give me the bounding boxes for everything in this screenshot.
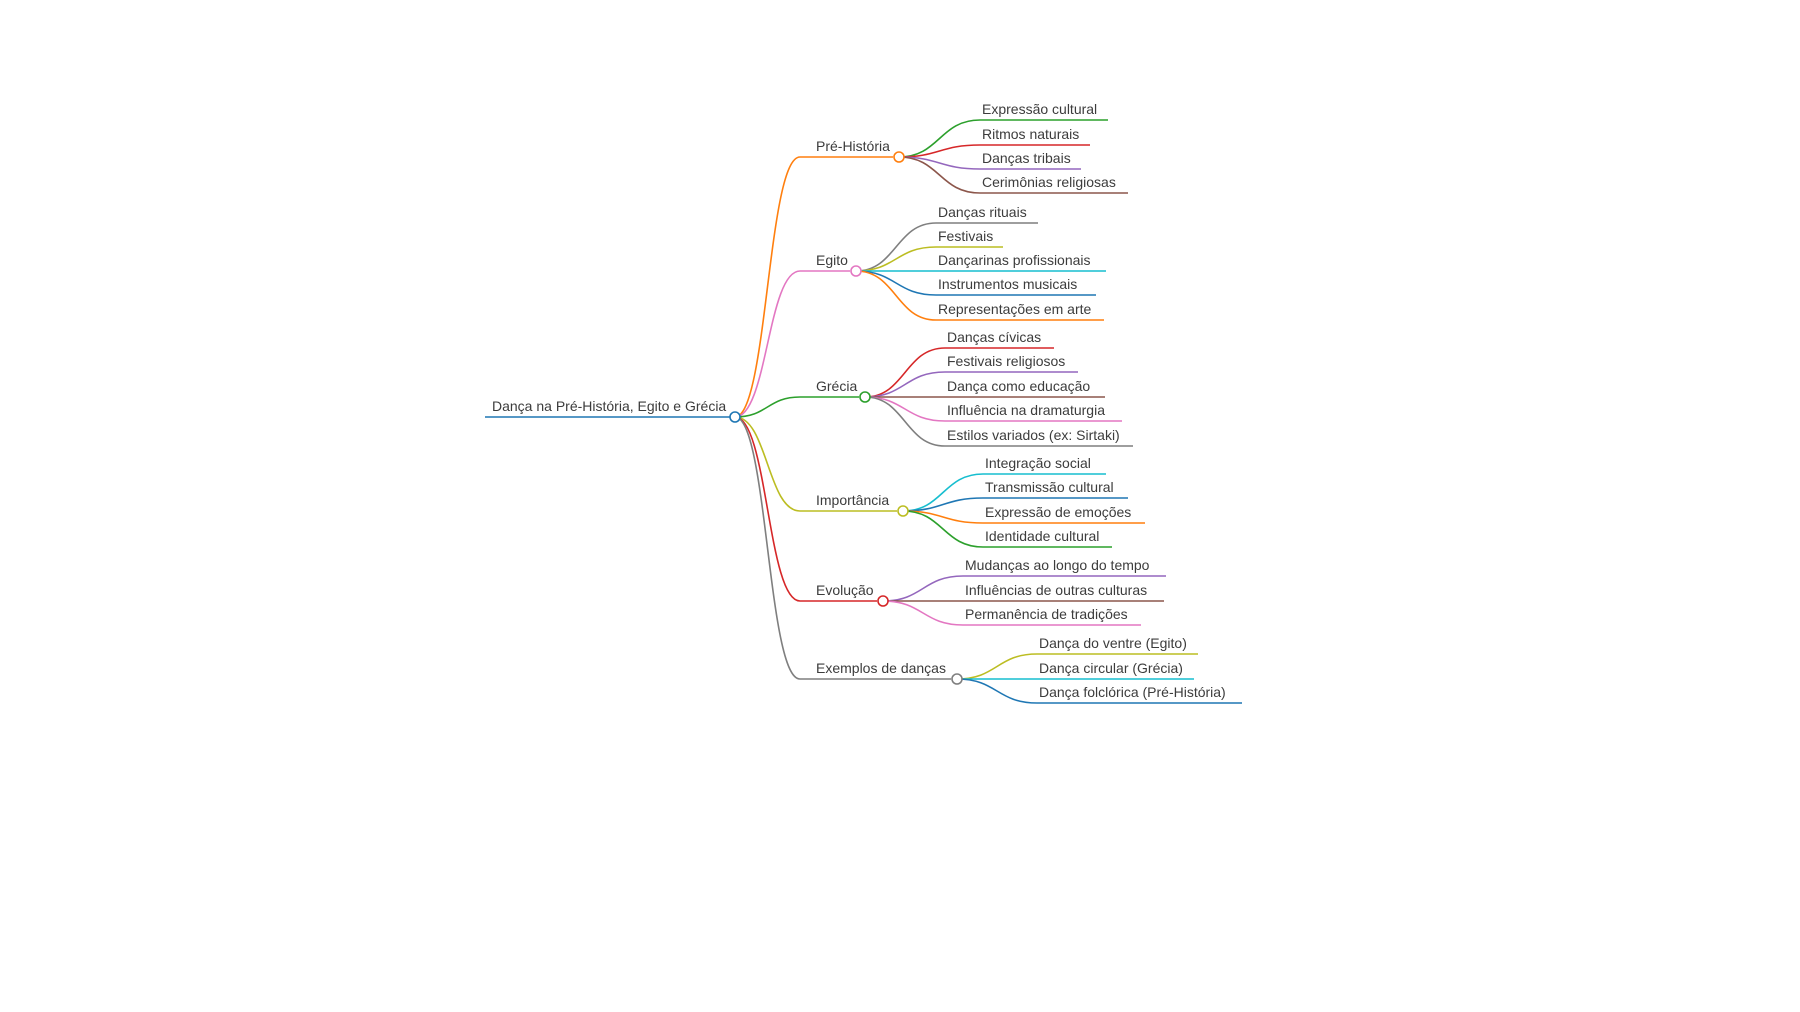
- leaf-connector: [898, 156, 981, 194]
- branch-topic: Egito: [816, 252, 848, 268]
- leaf-topic: Influência na dramaturgia: [947, 402, 1105, 418]
- branch-connector: [734, 270, 801, 418]
- leaf-topic: Influências de outras culturas: [965, 582, 1147, 598]
- leaf-connector: [864, 371, 946, 398]
- leaf-topic: Expressão cultural: [982, 101, 1097, 117]
- leaf-connector: [864, 396, 946, 447]
- leaf-connector: [855, 270, 937, 321]
- leaf-topic: Festivais: [938, 228, 993, 244]
- leaf-topic: Expressão de emoções: [985, 504, 1131, 520]
- branch-collapse-toggle[interactable]: [897, 505, 909, 517]
- leaf-topic: Representações em arte: [938, 301, 1092, 317]
- leaf-connector: [864, 347, 946, 398]
- root-collapse-toggle[interactable]: [729, 411, 741, 423]
- branch-topic: Evolução: [816, 582, 874, 598]
- leaf-topic: Estilos variados (ex: Sirtaki): [947, 427, 1120, 443]
- leaf-topic: Transmissão cultural: [985, 479, 1114, 495]
- leaf-topic: Danças rituais: [938, 204, 1027, 220]
- leaf-connector: [898, 119, 981, 158]
- leaf-connector: [855, 222, 937, 272]
- branch-collapse-toggle[interactable]: [859, 391, 871, 403]
- branch-connector: [734, 416, 801, 512]
- leaf-topic: Danças cívicas: [947, 329, 1041, 345]
- branch-connector: [734, 156, 801, 418]
- leaf-connector: [902, 473, 984, 512]
- leaf-topic: Cerimônias religiosas: [982, 174, 1116, 190]
- leaf-topic: Festivais religiosos: [947, 353, 1065, 369]
- branch-connector: [734, 416, 801, 602]
- mindmap-edges: [485, 119, 1242, 704]
- leaf-topic: Dança circular (Grécia): [1039, 660, 1183, 676]
- leaf-topic: Identidade cultural: [985, 528, 1099, 544]
- branch-collapse-toggle[interactable]: [850, 265, 862, 277]
- leaf-connector: [882, 575, 964, 602]
- root-topic: Dança na Pré-História, Egito e Grécia: [492, 398, 726, 414]
- leaf-connector: [864, 396, 946, 422]
- branch-topic: Pré-História: [816, 138, 890, 154]
- leaf-connector: [855, 246, 937, 272]
- leaf-topic: Instrumentos musicais: [938, 276, 1077, 292]
- branch-connector: [734, 396, 801, 418]
- leaf-connector: [855, 270, 937, 296]
- leaf-connector: [882, 600, 964, 626]
- branch-topic: Exemplos de danças: [816, 660, 946, 676]
- leaf-connector: [956, 678, 1038, 704]
- leaf-connector: [956, 653, 1038, 680]
- branch-topic: Grécia: [816, 378, 857, 394]
- leaf-connector: [902, 510, 984, 548]
- leaf-topic: Mudanças ao longo do tempo: [965, 557, 1150, 573]
- branch-connector: [734, 416, 801, 680]
- mindmap-nodes: Dança na Pré-História, Egito e Grécia Pré…: [492, 101, 1226, 700]
- leaf-topic: Dança folclórica (Pré-História): [1039, 684, 1226, 700]
- leaf-topic: Ritmos naturais: [982, 126, 1079, 142]
- leaf-topic: Danças tribais: [982, 150, 1071, 166]
- leaf-topic: Dança como educação: [947, 378, 1090, 394]
- branch-topic: Importância: [816, 492, 889, 508]
- branch-collapse-toggle[interactable]: [877, 595, 889, 607]
- leaf-topic: Permanência de tradições: [965, 606, 1128, 622]
- leaf-topic: Integração social: [985, 455, 1091, 471]
- branch-collapse-toggle[interactable]: [893, 151, 905, 163]
- leaf-topic: Dança do ventre (Egito): [1039, 635, 1187, 651]
- leaf-topic: Dançarinas profissionais: [938, 252, 1091, 268]
- branch-collapse-toggle[interactable]: [951, 673, 963, 685]
